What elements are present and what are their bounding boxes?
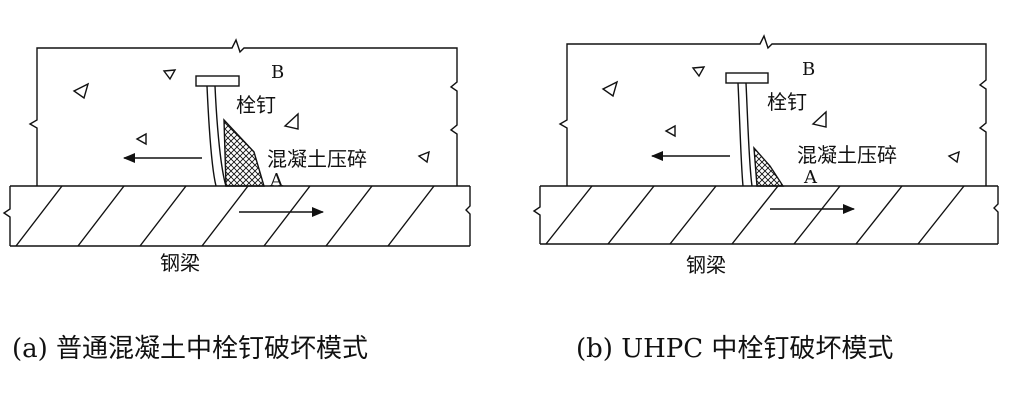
beam-hatching-b (545, 185, 965, 245)
steel-beam-a (2, 185, 471, 247)
point-b-label-b: B (802, 59, 815, 80)
panel-b (532, 34, 999, 245)
beam-label-b: 钢梁 (686, 253, 726, 277)
stud-head-b (725, 72, 769, 84)
caption-b: (b) UHPC 中栓钉破坏模式 (576, 334, 893, 364)
steel-beam-b (532, 185, 999, 245)
point-b-label-a: B (271, 62, 284, 83)
crush-label-b: 混凝土压碎 (797, 143, 897, 167)
point-a-label-a: A (269, 170, 284, 191)
concrete-slab-a (28, 38, 458, 186)
aggregate-triangles-a (72, 69, 430, 164)
crushed-zone-b (753, 145, 785, 187)
concrete-slab-b (558, 34, 987, 186)
beam-hatching-a (15, 185, 435, 247)
crush-label-a: 混凝土压碎 (267, 147, 367, 171)
stud-shank-b (737, 82, 744, 187)
stud-head-a (195, 75, 240, 87)
aggregate-triangles-b (601, 66, 960, 164)
stud-label-a: 栓钉 (236, 93, 276, 117)
stud-shank-a (206, 85, 217, 187)
panel-a (2, 38, 471, 247)
stud-label-b: 栓钉 (767, 90, 807, 114)
crushed-zone-a (223, 118, 265, 187)
caption-a: (a) 普通混凝土中栓钉破坏模式 (12, 334, 368, 364)
point-a-label-b: A (803, 167, 818, 188)
beam-label-a: 钢梁 (160, 251, 200, 275)
